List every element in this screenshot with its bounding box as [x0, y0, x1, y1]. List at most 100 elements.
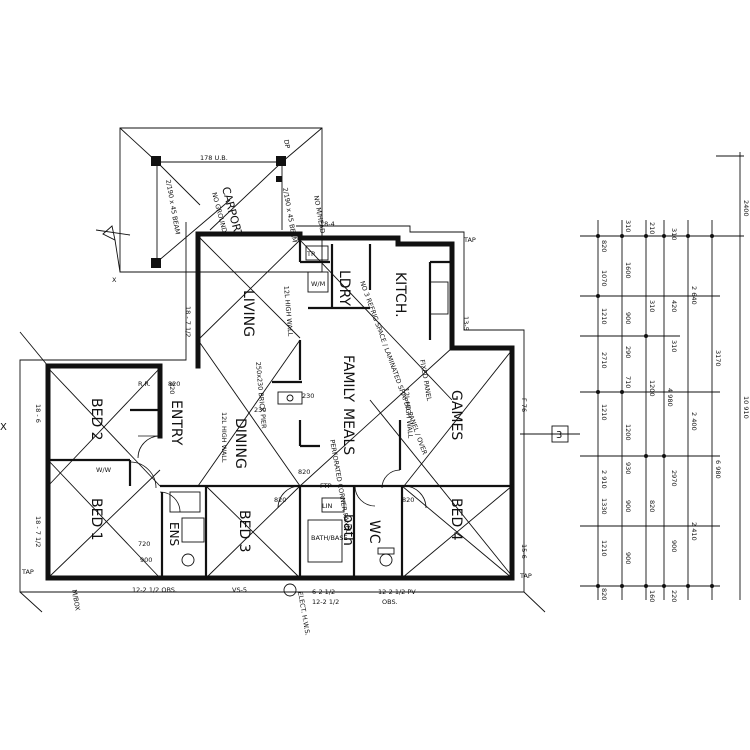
brick-pier-note: 250x230 BRICK PIER	[254, 361, 268, 429]
post	[276, 176, 282, 182]
bottom-1: 12-2 1/2 OBS.	[132, 586, 177, 594]
dim-value: 710	[624, 376, 632, 388]
room-bed4: BED 4	[448, 498, 464, 541]
dim-4980: 4 980	[666, 388, 674, 407]
section-number: 3	[556, 430, 562, 441]
room-bath: bath	[340, 514, 356, 546]
dim-value: 900	[624, 500, 632, 512]
room-ldry: LDRY	[336, 270, 352, 306]
rr-note: R.R.	[138, 380, 151, 388]
tr-note: TR	[306, 250, 316, 258]
mhead-note: NO M/HEAD	[312, 195, 327, 234]
dim-value: 160	[648, 590, 656, 602]
doors	[129, 435, 427, 597]
wm-note: W/M	[311, 280, 325, 288]
n720: 720	[138, 540, 150, 548]
dim-value: 1330	[600, 498, 608, 515]
room-labels: LIVING DINING ENTRY BED 2 BED 1 ENS BED …	[88, 270, 464, 553]
bottom-2: VS-5	[232, 586, 247, 594]
bottom-5: 12-2 1/2 PV	[378, 588, 416, 596]
bottom-3: 6-2 1/2	[312, 588, 335, 596]
room-bed3: BED 3	[236, 510, 252, 553]
bottom-4: 12-2 1/2	[312, 598, 339, 606]
dim-value: 2710	[600, 352, 608, 369]
dim-2640: 2 640	[690, 286, 698, 305]
dim-2400: 2400	[742, 200, 750, 217]
fixtures	[169, 245, 449, 567]
n230-a: 230	[254, 406, 266, 414]
dim-value: 310	[670, 340, 678, 352]
room-dining: DINING	[232, 418, 248, 469]
dim-value: 220	[670, 590, 678, 602]
ehws: ELECT. H.W.S.	[296, 591, 312, 636]
dim-value: 900	[670, 540, 678, 552]
n820-e: 820	[298, 468, 310, 476]
n820-b: 820	[168, 380, 180, 388]
dim-value: 3170	[714, 350, 722, 367]
section-marker: 3 X	[0, 422, 580, 443]
dim-value: 820	[600, 588, 608, 600]
dim-value: 900	[624, 552, 632, 564]
left-dims-2: 18 - 6	[34, 404, 42, 423]
carport-area: X 178 U.B. 2/190 x 45 BEAM 2/190 x 45 BE…	[95, 127, 327, 284]
tap-c: TAP	[519, 572, 532, 580]
linen-note: LIN	[322, 502, 333, 510]
room-bed2: BED 2	[88, 398, 104, 441]
dim-value: 1200	[648, 380, 656, 397]
post	[151, 156, 161, 166]
dp-note: DP	[282, 139, 291, 149]
post	[151, 258, 161, 268]
dim-column-4: 310 420 310 2970 900 220 3170	[670, 228, 722, 602]
dim-value: 1210	[600, 308, 608, 325]
room-games: GAMES	[448, 390, 464, 440]
bottom-6: OBS.	[382, 598, 398, 606]
hws-symbol	[283, 583, 297, 597]
dim-value: 310	[624, 220, 632, 232]
dim-18-4: 18-4	[320, 220, 335, 228]
n900: 900	[140, 556, 152, 564]
dim-2910: 2 910	[600, 470, 608, 489]
dim-column-1: 820 1070 1210 2710 1210 1330 1210 820	[600, 240, 608, 600]
roof-lines	[47, 235, 513, 579]
dim-column-2: 310 1600 900 290 710 1200 930 900 900	[624, 220, 632, 564]
room-ens: ENS	[167, 522, 181, 546]
dim-value: 1210	[600, 404, 608, 421]
room-kitch: KITCH.	[392, 272, 408, 318]
section-mark-left: X	[0, 422, 7, 433]
dim-13-5: 13-5	[462, 316, 470, 331]
dim-value: 1210	[600, 540, 608, 557]
dim-6980: 6 980	[714, 460, 722, 479]
dimension-strings: 2400 10 910 6 980 4 980 2 640 2 400 2 91…	[580, 152, 750, 600]
wiw-note: W/W	[96, 466, 112, 474]
dim-2400b: 2 400	[690, 412, 698, 431]
n820-d: 820	[402, 496, 414, 504]
dim-column-3: 210 310 1200 820 160	[648, 222, 656, 602]
mbox: M/BOX	[70, 589, 82, 612]
house-walls	[45, 231, 515, 581]
tap-a: TAP	[21, 568, 34, 576]
section-mark: X	[112, 276, 117, 284]
room-meals: MEALS	[340, 408, 356, 455]
dim-value: 1070	[600, 270, 608, 287]
high-wall-dining: 12L HIGH WALL	[220, 412, 228, 463]
dim-value: 290	[624, 346, 632, 358]
dim-value: 930	[624, 462, 632, 474]
dim-value: 310	[648, 300, 656, 312]
dim-value: 820	[648, 500, 656, 512]
dim-2410: 2 410	[690, 522, 698, 541]
room-family: FAMILY	[340, 355, 356, 402]
bath-label: BATH/BASE	[311, 534, 348, 542]
n820-a: 820	[168, 382, 176, 394]
n820-c: 820	[274, 496, 286, 504]
dim-value: 310	[670, 228, 678, 240]
room-entry: ENTRY	[168, 400, 184, 446]
tap-b: TAP	[463, 236, 476, 244]
dim-10910: 10 910	[742, 396, 750, 419]
fixed-panel: FIXED PANEL	[418, 359, 433, 402]
room-wc: WC	[366, 520, 382, 544]
beam-note-left: 2/190 x 45 BEAM	[164, 179, 182, 235]
ftp-note: FTP	[320, 482, 332, 490]
dim-value: 820	[600, 240, 608, 252]
